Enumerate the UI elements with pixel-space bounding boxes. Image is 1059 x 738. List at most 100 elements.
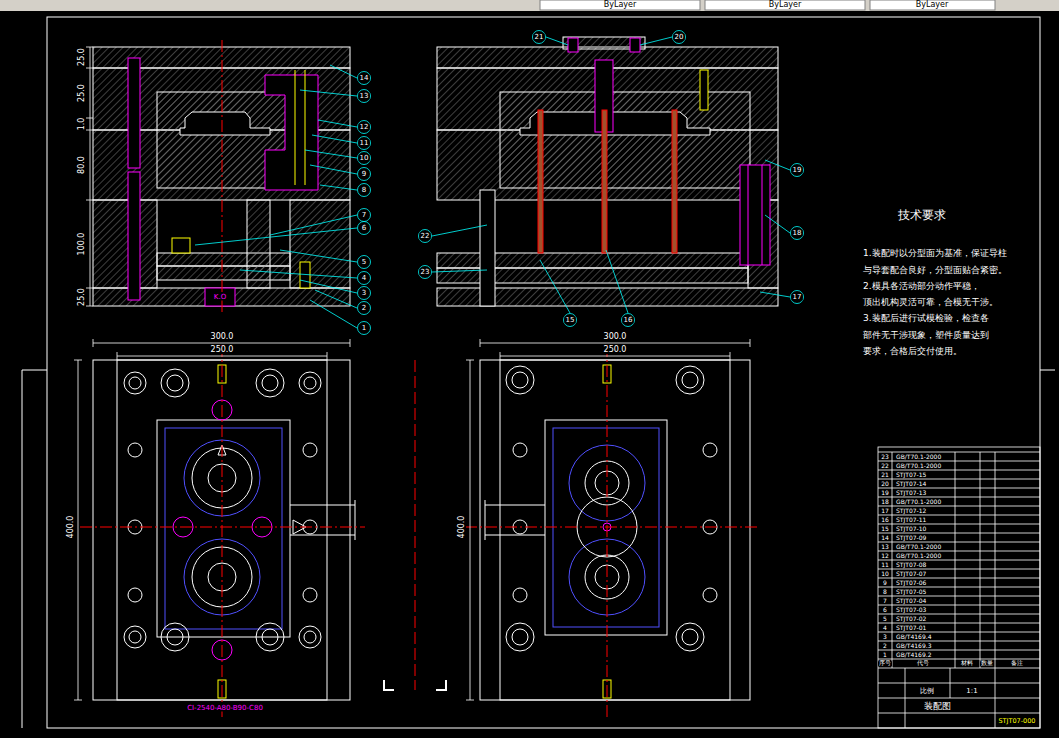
drawing-path: [485, 500, 545, 540]
parts-list-cell: 7: [882, 598, 888, 604]
parts-list-cell: 22: [880, 463, 890, 469]
parts-list-cell: 21: [880, 472, 890, 478]
parts-list-cell: GB/T70.1-2000: [895, 463, 942, 469]
drawing-circle: [419, 266, 432, 279]
callout-number: 12: [359, 124, 370, 131]
drawing-path: [295, 70, 305, 185]
drawing-rect: [290, 200, 350, 288]
drawing-path: [415, 360, 416, 690]
drawing-rect: [247, 200, 270, 288]
plan-view-left: [80, 345, 365, 720]
drawing-path: [93, 339, 350, 360]
parts-list-header: 数量: [980, 661, 994, 667]
callout-number: 16: [623, 317, 634, 324]
parts-list-cell: GB/T70.1-2000: [895, 499, 942, 505]
callout-number: 9: [361, 171, 367, 178]
drawing-path: [465, 345, 760, 720]
callout-number: 20: [674, 34, 685, 41]
parts-list-cell: STJT07-11: [895, 517, 927, 523]
parts-list-header: 序号: [878, 661, 892, 667]
drawing-circle: [791, 291, 804, 304]
drawing-rect: [93, 200, 157, 288]
parts-list-cell: 15: [880, 526, 890, 532]
dimension-text: 300.0: [603, 333, 628, 341]
dimension-lines: [74, 47, 750, 700]
parts-list-cell: 1: [882, 652, 888, 658]
drawing-rect: [630, 38, 640, 52]
drawing-circle: [161, 623, 189, 651]
parts-list-header: 材料: [960, 661, 974, 667]
drawing-rect: [157, 420, 290, 637]
drawing-rect: [165, 428, 282, 629]
drawing-circle: [358, 152, 371, 165]
callout-number: 5: [361, 259, 367, 266]
dimension-text: 25.0: [78, 47, 86, 67]
callout-number: 2: [361, 305, 367, 312]
drawing-circle: [564, 314, 577, 327]
parts-list-cell: STJT07-14: [895, 481, 927, 487]
technical-note: 顶出机构灵活可靠，合模无干涉。: [862, 298, 999, 307]
drawing-path: [22, 370, 1055, 728]
parts-list-cell: GB/T4169.2: [895, 652, 932, 658]
drawing-circle: [513, 588, 527, 602]
parts-list-cell: 6: [882, 607, 888, 613]
drawing-circle: [358, 287, 371, 300]
drawing-rect: [172, 238, 190, 253]
drawing-circle: [299, 372, 321, 394]
dimension-text: 400.0: [67, 515, 75, 540]
drawing-circle: [512, 372, 528, 388]
technical-note: 部件无干涉现象，塑件质量达到: [862, 331, 990, 340]
drawing-circle: [256, 623, 284, 651]
parts-list-cell: 5: [882, 616, 888, 622]
parts-list-cell: 17: [880, 508, 890, 514]
drawing-path: [195, 65, 357, 328]
callout-number: 1: [361, 325, 367, 332]
toolbar-dropdown-text: ByLayer: [768, 1, 803, 9]
parts-list-cell: 19: [880, 490, 890, 496]
drawing-circle: [533, 31, 546, 44]
parts-list-cell: GB/T70.1-2000: [895, 553, 942, 559]
callout-number: 22: [420, 233, 431, 240]
drawing-circle: [791, 164, 804, 177]
parts-list-cell: STJT07-09: [895, 535, 927, 541]
dimension-text: 250.0: [603, 346, 628, 354]
drawing-circle: [129, 631, 141, 643]
drawing-circle: [262, 629, 278, 645]
drawing-rect: [540, 0, 700, 10]
drawing-circle: [161, 369, 189, 397]
callout-number: 18: [792, 230, 803, 237]
section-view-right: [437, 37, 778, 306]
drawing-circle: [358, 209, 371, 222]
callout-number: 14: [359, 75, 370, 82]
parts-list-cell: 18: [880, 499, 890, 505]
drawing-circle: [673, 31, 686, 44]
drawing-circle: [676, 623, 704, 651]
drawing-path: [878, 668, 1040, 728]
callout-number: 6: [361, 225, 367, 232]
drawing-circle: [358, 137, 371, 150]
drawing-path: [80, 345, 365, 720]
drawing-circle: [128, 443, 142, 457]
drawing-circle: [676, 366, 704, 394]
drawing-path: [384, 680, 446, 690]
drawing-circle: [124, 372, 146, 394]
toolbar-dropdown-text: ByLayer: [603, 1, 638, 9]
drawing-circle: [262, 375, 278, 391]
callout-leaders: [195, 31, 804, 335]
drawing-circle: [303, 443, 317, 457]
notes-heading: 技术要求: [897, 209, 947, 221]
toolbar: [0, 0, 1059, 11]
drawing-circle: [303, 588, 317, 602]
technical-note: 与导套配合良好，分型面贴合紧密。: [862, 266, 1008, 275]
drawing-circle: [124, 626, 146, 648]
knockout-text: K.O: [213, 294, 227, 301]
drawing-rect: [568, 38, 578, 52]
parts-list-cell: 16: [880, 517, 890, 523]
parts-list-cell: STJT07-15: [895, 472, 927, 478]
drawing-rect: [700, 70, 708, 110]
dimension-text: 250.0: [210, 346, 235, 354]
callout-number: 17: [792, 294, 803, 301]
drawing-rect: [128, 58, 140, 168]
drawing-circle: [506, 366, 534, 394]
